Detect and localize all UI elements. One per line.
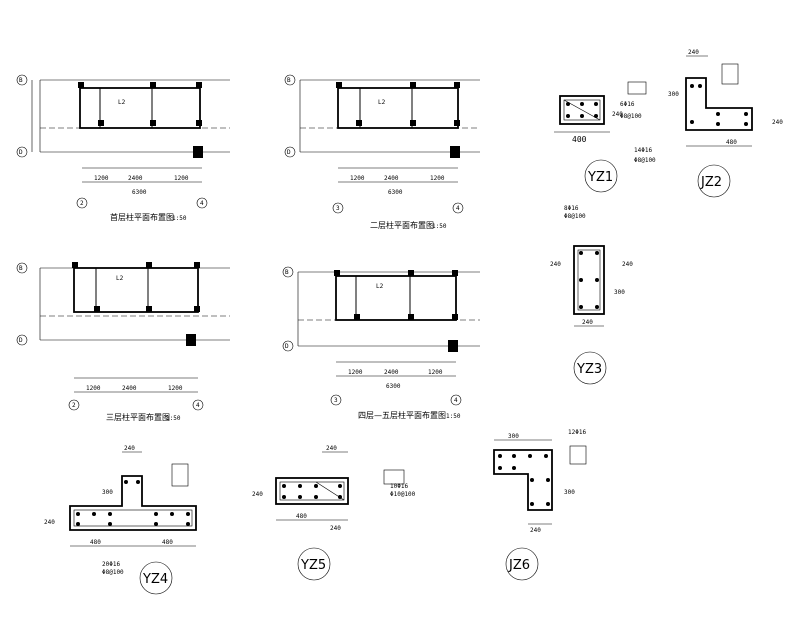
dimension: 300 xyxy=(614,289,625,296)
dimension: 300 xyxy=(508,433,519,440)
dimension: 480 xyxy=(296,513,307,520)
stirrup-spec: Φ8@100 xyxy=(620,113,642,120)
section-yz5: 240 240 480 240 10Φ16 Φ10@100 YZ5 xyxy=(252,445,416,581)
stirrup-spec: Φ10@100 xyxy=(390,491,416,498)
axis-label: D xyxy=(285,343,289,350)
dimension: 240 xyxy=(550,261,561,268)
section-yz3: 8Φ16 Φ8@100 240 240 300 240 YZ3 xyxy=(550,205,633,385)
beam-label: L2 xyxy=(116,275,124,282)
plan-1: B D L2 1200 2400 1200 6300 2 4 首层柱平面布置图 … xyxy=(16,74,230,222)
dimension: 240 xyxy=(326,445,337,452)
axis-label: B xyxy=(19,265,23,272)
rebar-spec: 10Φ16 xyxy=(390,483,408,490)
span-dimension: 1200 xyxy=(168,385,183,392)
dimension: 400 xyxy=(572,135,587,144)
axis-label: 4 xyxy=(200,200,204,207)
axis-label: 4 xyxy=(454,397,458,404)
axis-label: 3 xyxy=(336,205,340,212)
section-jz2: 240 300 240 480 14Φ16 Φ8@100 JZ2 xyxy=(634,49,783,198)
span-dimension: 2400 xyxy=(384,175,399,182)
rebar-spec: 14Φ16 xyxy=(634,147,652,154)
dimension: 240 xyxy=(44,519,55,526)
dimension: 480 xyxy=(726,139,737,146)
stirrup-spec: Φ8@100 xyxy=(102,569,124,576)
rebar-spec: 8Φ16 xyxy=(564,205,579,212)
span-dimension: 1200 xyxy=(86,385,101,392)
axis-label: 4 xyxy=(456,205,460,212)
section-yz1: 400 240 6Φ16 Φ8@100 YZ1 xyxy=(554,81,647,193)
dimension: 240 xyxy=(612,111,623,118)
axis-label: B xyxy=(285,269,289,276)
beam-label: L2 xyxy=(118,99,126,106)
dimension: 300 xyxy=(668,91,679,98)
plan-title: 三层柱平面布置图 xyxy=(106,412,170,422)
plan-scale: 1:50 xyxy=(432,223,447,230)
axis-label: D xyxy=(287,149,291,156)
dimension: 240 xyxy=(252,491,263,498)
beam-label: L2 xyxy=(378,99,386,106)
overall-dimension: 6300 xyxy=(386,383,401,390)
axis-label: 4 xyxy=(196,402,200,409)
stirrup-spec: Φ8@100 xyxy=(564,213,586,220)
span-dimension: 1200 xyxy=(174,175,189,182)
span-dimension: 1200 xyxy=(348,369,363,376)
overall-dimension: 6300 xyxy=(132,189,147,196)
dimension: 240 xyxy=(622,261,633,268)
span-dimension: 2400 xyxy=(384,369,399,376)
section-tag: YZ1 xyxy=(587,170,613,185)
section-tag: YZ3 xyxy=(576,362,602,377)
rebar-spec: 20Φ16 xyxy=(102,561,120,568)
plan-scale: 1:50 xyxy=(166,415,181,422)
section-jz6: 300 12Φ16 300 240 JZ6 xyxy=(493,429,586,581)
section-tag: YZ5 xyxy=(300,558,326,573)
axis-label: B xyxy=(19,77,23,84)
plan-scale: 1:50 xyxy=(172,215,187,222)
plan-3: B D L2 1200 2400 1200 2 4 三层柱平面布置图 1:50 xyxy=(16,262,230,422)
section-tag: JZ6 xyxy=(508,558,530,573)
span-dimension: 2400 xyxy=(128,175,143,182)
section-tag: YZ4 xyxy=(142,572,168,587)
plan-4: B D L2 1200 2400 1200 6300 3 4 四层—五层柱平面布… xyxy=(282,266,480,420)
span-dimension: 1200 xyxy=(428,369,443,376)
dimension: 240 xyxy=(530,527,541,534)
axis-label: B xyxy=(287,77,291,84)
beam-label: L2 xyxy=(376,283,384,290)
section-yz4: 240 300 240 480 480 20Φ16 Φ8@100 YZ4 xyxy=(44,445,197,595)
plan-title: 四层—五层柱平面布置图 xyxy=(358,410,446,420)
dimension: 240 xyxy=(582,319,593,326)
plan-scale: 1:50 xyxy=(446,413,461,420)
axis-label: D xyxy=(19,337,23,344)
span-dimension: 2400 xyxy=(122,385,137,392)
dimension: 240 xyxy=(688,49,699,56)
dimension: 480 xyxy=(90,539,101,546)
plan-2: B D L2 1200 2400 1200 6300 3 4 二层柱平面布置图 … xyxy=(284,74,480,230)
section-tag: JZ2 xyxy=(700,175,722,190)
span-dimension: 1200 xyxy=(94,175,109,182)
axis-label: 2 xyxy=(80,200,84,207)
dimension: 240 xyxy=(124,445,135,452)
rebar-spec: 12Φ16 xyxy=(568,429,586,436)
axis-label: 2 xyxy=(72,402,76,409)
plan-title: 首层柱平面布置图 xyxy=(110,212,174,222)
plan-title: 二层柱平面布置图 xyxy=(370,220,434,230)
overall-dimension: 6300 xyxy=(388,189,403,196)
dimension: 480 xyxy=(162,539,173,546)
span-dimension: 1200 xyxy=(430,175,445,182)
dimension: 300 xyxy=(102,489,113,496)
rebar-spec: 6Φ16 xyxy=(620,101,635,108)
dimension: 300 xyxy=(564,489,575,496)
axis-label: 3 xyxy=(334,397,338,404)
span-dimension: 1200 xyxy=(350,175,365,182)
axis-label: D xyxy=(19,149,23,156)
dimension: 240 xyxy=(330,525,341,532)
stirrup-spec: Φ8@100 xyxy=(634,157,656,164)
dimension: 240 xyxy=(772,119,783,126)
